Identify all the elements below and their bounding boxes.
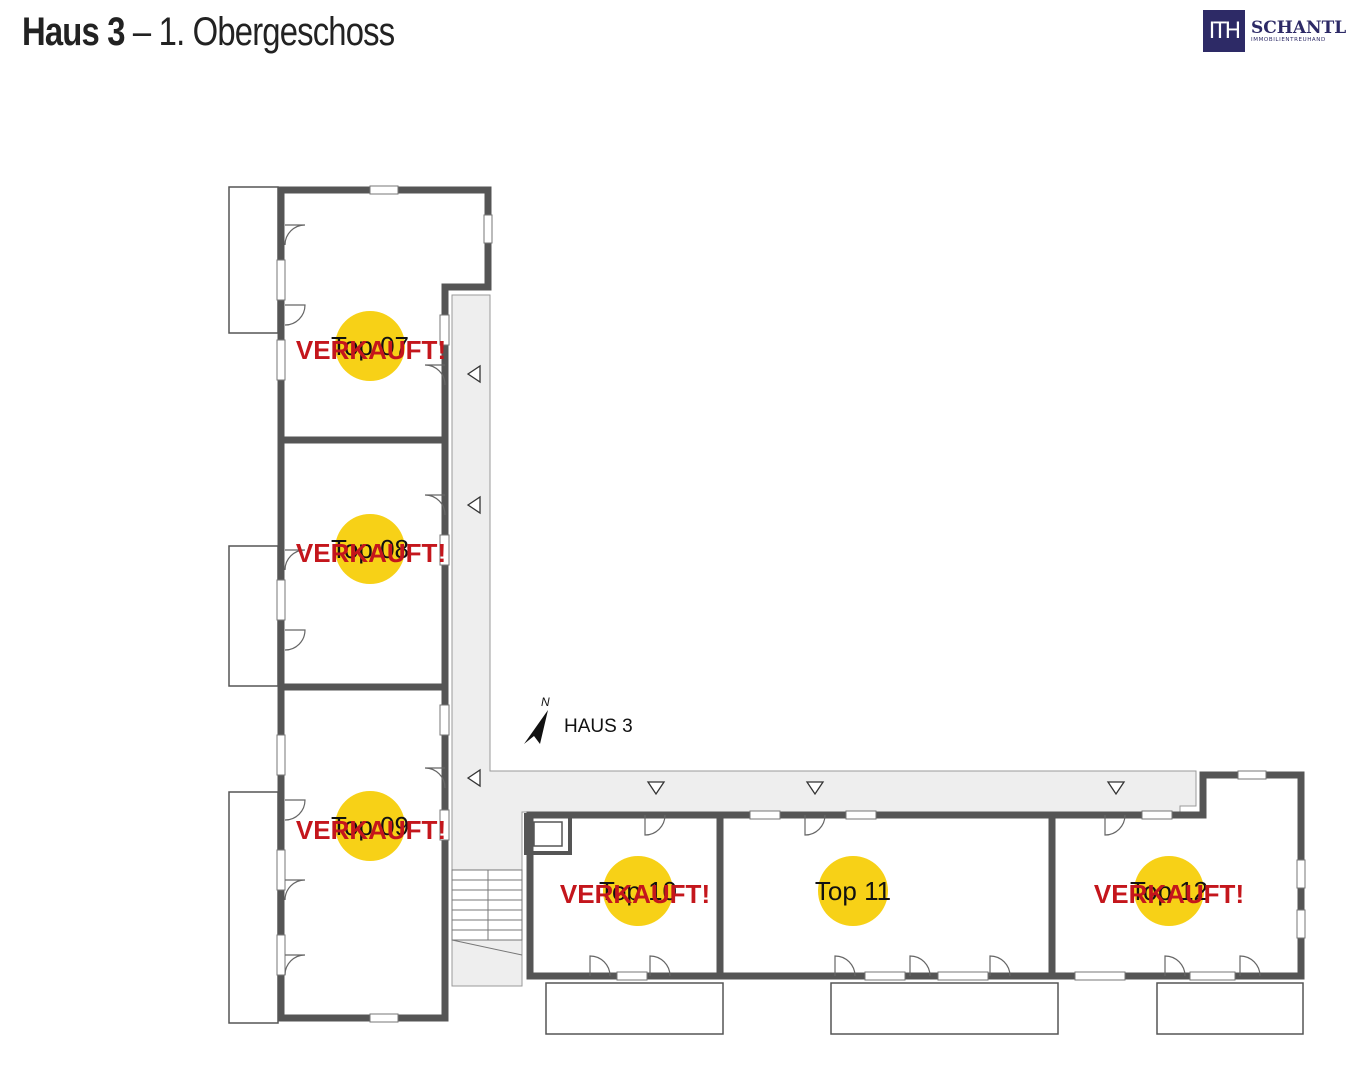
entrance-arrow-icon	[1106, 781, 1126, 796]
balcony-top07	[228, 186, 279, 334]
balcony-top11	[830, 982, 1059, 1035]
logo-subtitle: IMMOBILIENTREUHAND	[1251, 37, 1326, 43]
entrance-arrow-icon	[466, 364, 481, 384]
entrance-arrow-icon	[805, 781, 825, 796]
unit-label: Top 11	[815, 876, 891, 906]
entrance-markers	[466, 364, 1126, 796]
unit-marker-circle	[1134, 856, 1204, 926]
sold-overlay: VERKAUFT!	[560, 879, 710, 909]
unit-label: Top 07	[331, 331, 409, 361]
balcony-top10	[545, 982, 724, 1035]
unit-label: Top 09	[331, 811, 409, 841]
walls-top09	[277, 683, 449, 1022]
building-label: HAUS 3	[564, 716, 633, 737]
balcony-top08	[228, 545, 279, 687]
corridor	[451, 294, 1197, 987]
balconies	[228, 186, 1304, 1035]
unit-top11[interactable]: Top 11	[815, 856, 891, 926]
unit-label: Top 08	[331, 534, 409, 564]
logo-mark: ITH	[1203, 10, 1245, 52]
unit-marker-circle	[818, 856, 888, 926]
entrance-arrow-icon	[646, 781, 666, 796]
unit-marker-circle	[603, 856, 673, 926]
balcony-top12	[1156, 982, 1304, 1035]
unit-label: Top 12	[1130, 876, 1208, 906]
unit-label: Top 10	[599, 876, 677, 906]
entrance-arrow-icon	[466, 495, 481, 515]
logo-name: SCHANTL	[1251, 18, 1347, 38]
sold-overlay: VERKAUFT!	[296, 815, 446, 845]
staircase	[451, 869, 523, 956]
walls-top12	[1048, 771, 1305, 980]
sold-overlay: VERKAUFT!	[296, 335, 446, 365]
title-building: Haus 3	[22, 10, 125, 54]
north-label: N	[541, 695, 550, 709]
doors	[284, 224, 1261, 977]
unit-marker-circle	[335, 791, 405, 861]
logo-text: SCHANTL IMMOBILIENTREUHAND	[1251, 19, 1346, 43]
windows	[276, 185, 1306, 1023]
sold-overlay: VERKAUFT!	[1094, 879, 1244, 909]
north-arrow-icon: N	[524, 695, 550, 744]
company-logo: ITH SCHANTL IMMOBILIENTREUHAND	[1203, 10, 1346, 52]
balcony-top09	[228, 791, 279, 1024]
unit-marker-circle	[335, 311, 405, 381]
unit-marker-circle	[335, 514, 405, 584]
title-floor: – 1. Obergeschoss	[124, 10, 395, 54]
entrance-arrow-icon	[466, 768, 481, 788]
sold-overlay: VERKAUFT!	[296, 538, 446, 568]
page-title: Haus 3 – 1. Obergeschoss	[22, 10, 395, 55]
